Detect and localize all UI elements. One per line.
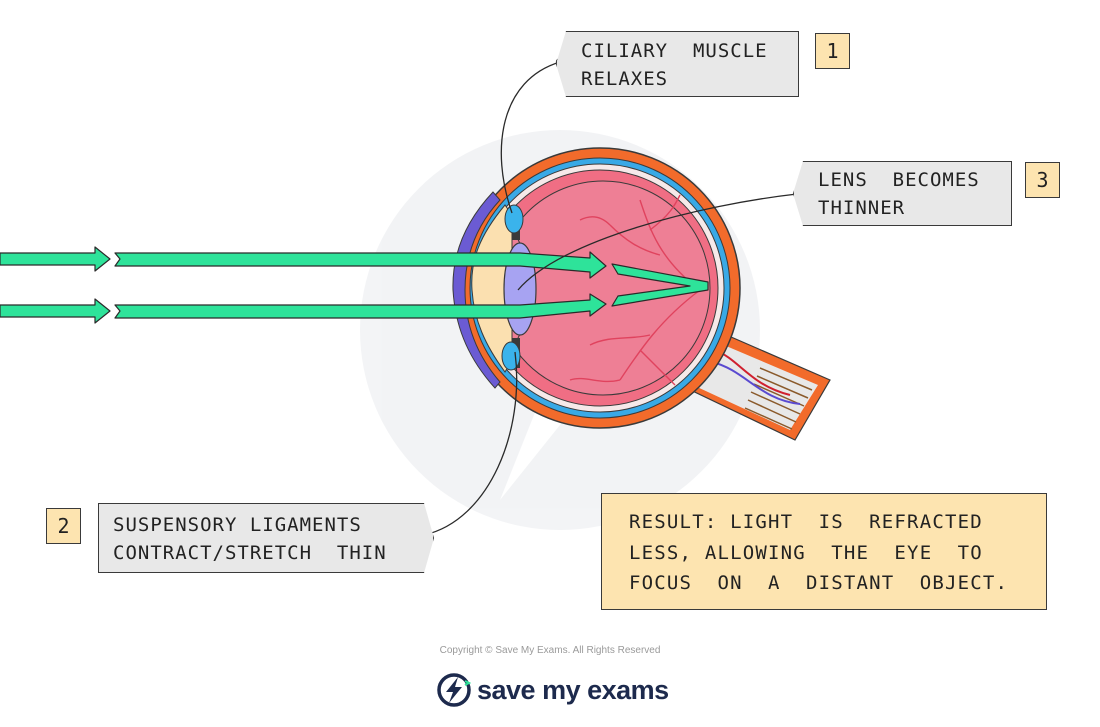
copyright-text: Copyright © Save My Exams. All Rights Re… bbox=[439, 645, 661, 656]
ray-top-segment-1 bbox=[0, 246, 111, 272]
ray-bottom-segment-1 bbox=[0, 298, 111, 324]
result-line: LESS, ALLOWING THE EYE TO bbox=[629, 541, 983, 564]
label-line: LENS BECOMES bbox=[818, 169, 980, 191]
pointer-lines bbox=[423, 61, 798, 536]
ray-bottom-segment-2 bbox=[114, 293, 607, 319]
label-number-2: 2 bbox=[46, 508, 81, 544]
ray-top-segment-2 bbox=[114, 251, 607, 279]
aqueous-humour bbox=[471, 204, 513, 373]
lightning-bolt-icon bbox=[437, 673, 471, 707]
label-suspensory-ligaments: SUSPENSORY LIGAMENTS CONTRACT/STRETCH TH… bbox=[98, 503, 434, 573]
label-line: CILIARY MUSCLE bbox=[581, 40, 768, 62]
label-line: SUSPENSORY LIGAMENTS bbox=[113, 514, 362, 536]
result-line: RESULT: LIGHT IS REFRACTED bbox=[629, 511, 983, 533]
ciliary-muscle-top bbox=[504, 204, 524, 234]
ciliary-muscle-bottom bbox=[501, 341, 521, 371]
ray-converge bbox=[611, 263, 709, 307]
label-line: THINNER bbox=[818, 197, 906, 219]
light-rays bbox=[0, 246, 709, 324]
label-lens-thinner: LENS BECOMES THINNER bbox=[793, 161, 1012, 226]
logo-text: save my exams bbox=[477, 674, 669, 705]
save-my-exams-logo[interactable]: save my exams bbox=[437, 671, 669, 709]
result-box: RESULT: LIGHT IS REFRACTED LESS, ALLOWIN… bbox=[601, 493, 1047, 610]
label-number-3: 3 bbox=[1025, 162, 1060, 198]
label-line: CONTRACT/STRETCH THIN bbox=[113, 542, 387, 564]
label-ciliary-muscle: CILIARY MUSCLE RELAXES bbox=[556, 31, 799, 97]
result-line: FOCUS ON A DISTANT OBJECT. bbox=[629, 572, 1009, 594]
label-number-1: 1 bbox=[815, 33, 850, 69]
label-line: RELAXES bbox=[581, 68, 669, 90]
